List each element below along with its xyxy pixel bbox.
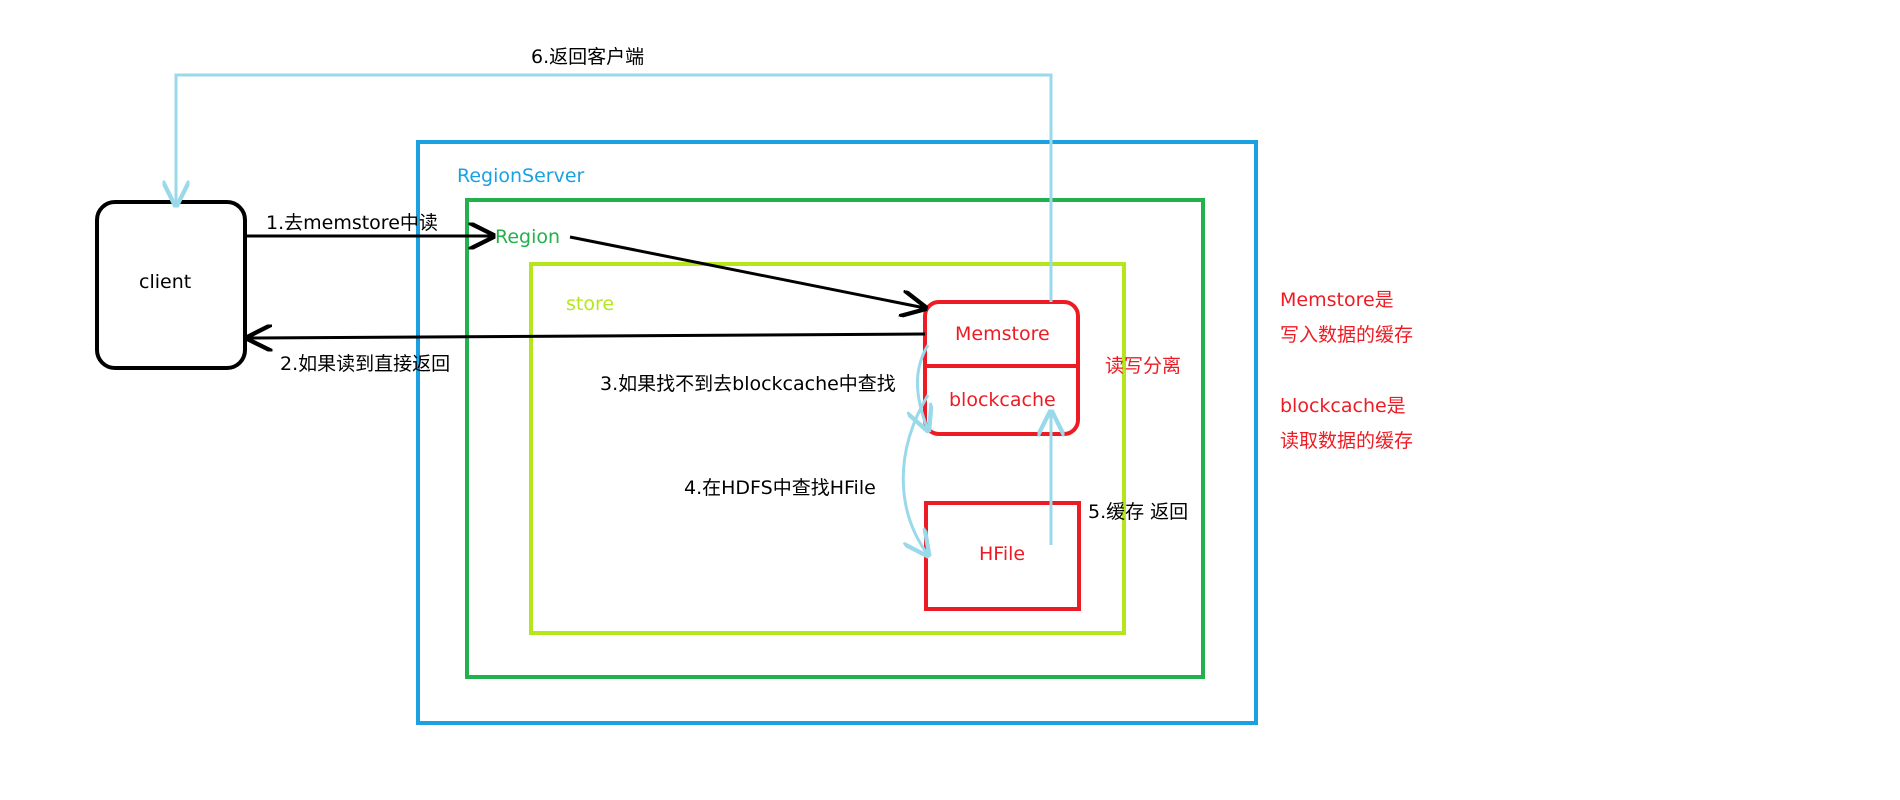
region-server-label: RegionServer — [457, 165, 585, 187]
step2-label: 2.如果读到直接返回 — [280, 353, 450, 375]
blockcache-note-line1: blockcache是 — [1280, 395, 1406, 417]
step3-arrow-memstore-to-blockcache — [917, 344, 928, 430]
step4-arrow-blockcache-to-hfile — [901, 394, 928, 555]
step1-arrow-region-to-memstore — [569, 235, 925, 308]
store-label: store — [566, 293, 614, 315]
hfile-label: HFile — [979, 543, 1025, 565]
region-box — [465, 198, 1205, 679]
step1-label: 1.去memstore中读 — [266, 212, 438, 234]
memstore-label: Memstore — [955, 323, 1050, 345]
memstore-note-line2: 写入数据的缓存 — [1280, 324, 1413, 346]
blockcache-label: blockcache — [949, 389, 1056, 411]
rw-separation-label: 读写分离 — [1105, 355, 1181, 377]
memstore-note-line1: Memstore是 — [1280, 289, 1394, 311]
step2-arrow-memstore-to-client — [248, 334, 926, 338]
client-label: client — [139, 271, 191, 293]
step6-label: 6.返回客户端 — [531, 46, 644, 68]
blockcache-note-line2: 读取数据的缓存 — [1280, 430, 1413, 452]
step3-label: 3.如果找不到去blockcache中查找 — [600, 373, 896, 395]
store-box — [529, 262, 1126, 635]
region-server-box — [416, 140, 1258, 725]
step4-label: 4.在HDFS中查找HFile — [684, 477, 876, 499]
region-label: Region — [495, 226, 560, 248]
step5-label: 5.缓存 返回 — [1088, 501, 1188, 523]
step6-arrow-return-to-client — [176, 73, 1053, 302]
